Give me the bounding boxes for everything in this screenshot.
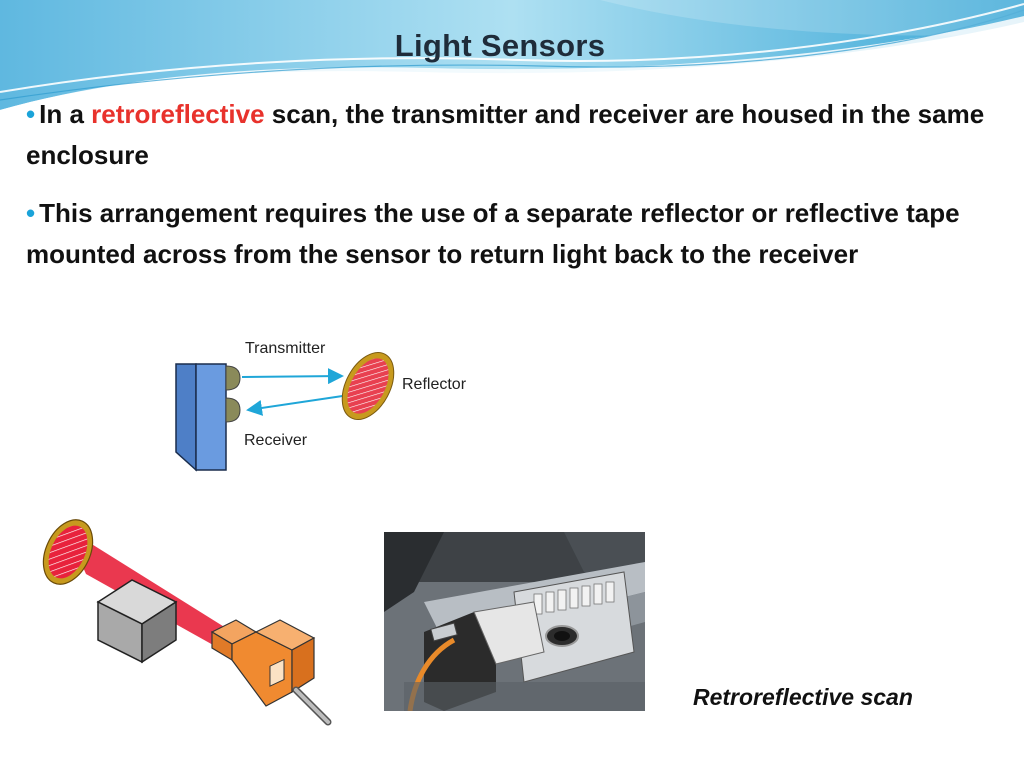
reflector bbox=[341, 352, 395, 420]
bullet-list: •In a retroreflective scan, the transmit… bbox=[26, 94, 986, 292]
header-banner bbox=[0, 0, 1024, 118]
bullet-marker: • bbox=[26, 198, 36, 228]
bullet-marker: • bbox=[26, 99, 36, 129]
bullet-1-text-before: In a bbox=[39, 99, 92, 129]
sensor-photo bbox=[384, 532, 645, 711]
orange-sensor bbox=[210, 619, 332, 726]
transmitter-lens bbox=[225, 365, 241, 391]
reflector-label: Reflector bbox=[402, 376, 467, 393]
receiver-label: Receiver bbox=[244, 432, 308, 449]
bullet-2-text: This arrangement requires the use of a s… bbox=[26, 198, 960, 269]
bullet-1-highlight: retroreflective bbox=[91, 99, 265, 129]
retroreflective-diagram bbox=[175, 352, 395, 472]
sensor-body bbox=[175, 363, 227, 472]
bullet-item-1: •In a retroreflective scan, the transmit… bbox=[26, 94, 986, 176]
figure-caption: Retroreflective scan bbox=[693, 684, 913, 710]
bullet-item-2: •This arrangement requires the use of a … bbox=[26, 193, 986, 275]
slide-title: Light Sensors bbox=[394, 28, 606, 63]
transmitter-label: Transmitter bbox=[245, 340, 326, 357]
return-beam bbox=[246, 393, 357, 416]
reflector-disk bbox=[42, 519, 94, 585]
retroreflective-illustration bbox=[42, 519, 332, 726]
detected-object-box bbox=[96, 579, 178, 664]
receiver-lens bbox=[225, 397, 241, 423]
outgoing-beam bbox=[241, 368, 344, 385]
bullet-1-text-after: scan, the transmitter and receiver are h… bbox=[26, 99, 985, 170]
